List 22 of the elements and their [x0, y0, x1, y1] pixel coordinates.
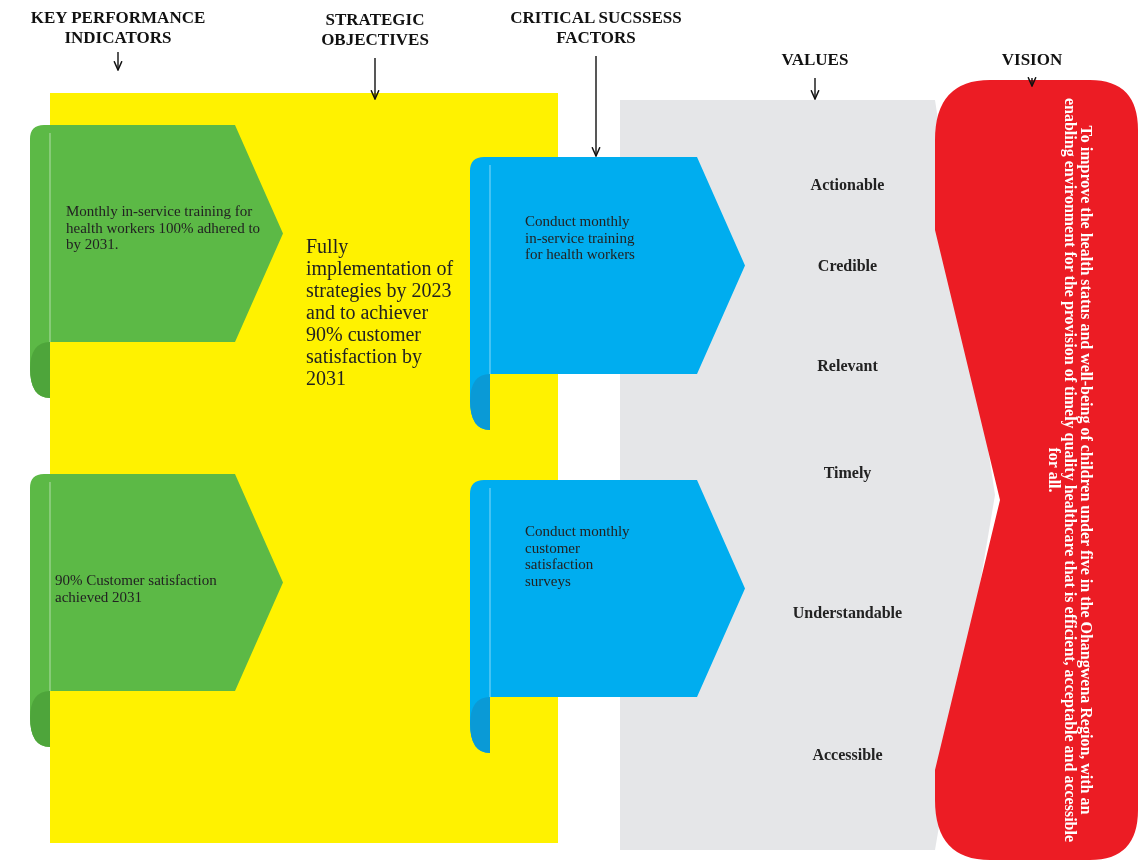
arrow — [1027, 76, 1037, 87]
arrow — [370, 57, 380, 100]
column-heading: STRATEGIC OBJECTIVES — [285, 10, 465, 52]
body-text: 90% Customer satisfaction achieved 2031 — [55, 572, 218, 605]
column-heading: VALUES — [755, 50, 875, 72]
value-label: Accessible — [811, 746, 884, 764]
value-label: Timely — [822, 464, 873, 482]
arrow — [810, 77, 820, 100]
body-text: Conduct monthly customer satisfaction surveys — [525, 523, 631, 589]
value-label: Actionable — [809, 176, 886, 194]
body-text: Monthly in-service training for health workers 100% adhered to by 2031. — [66, 203, 262, 253]
value-label: Relevant — [816, 357, 879, 375]
column-heading: KEY PERFORMANCE INDICATORS — [8, 8, 228, 48]
value-label: Understandable — [791, 604, 904, 622]
value-label: Credible — [816, 257, 879, 275]
arrow — [591, 55, 601, 157]
column-heading: VISION — [980, 50, 1084, 72]
arrow — [113, 51, 123, 71]
body-text: Conduct monthly in-service training for health workers — [525, 213, 636, 263]
body-text: Fully implementation of strategies by 2023 and to achiever 90% customer satisfaction by 2031 — [306, 235, 455, 389]
vision-statement: To improve the health status and well-being of children under five in the Ohangwena Region, with an enabling environment for the provision of timely quality healthcare that is efficient, acceptable and accessible for all. — [1045, 96, 1096, 845]
column-heading: CRITICAL SUCSSESS FACTORS — [506, 8, 686, 50]
